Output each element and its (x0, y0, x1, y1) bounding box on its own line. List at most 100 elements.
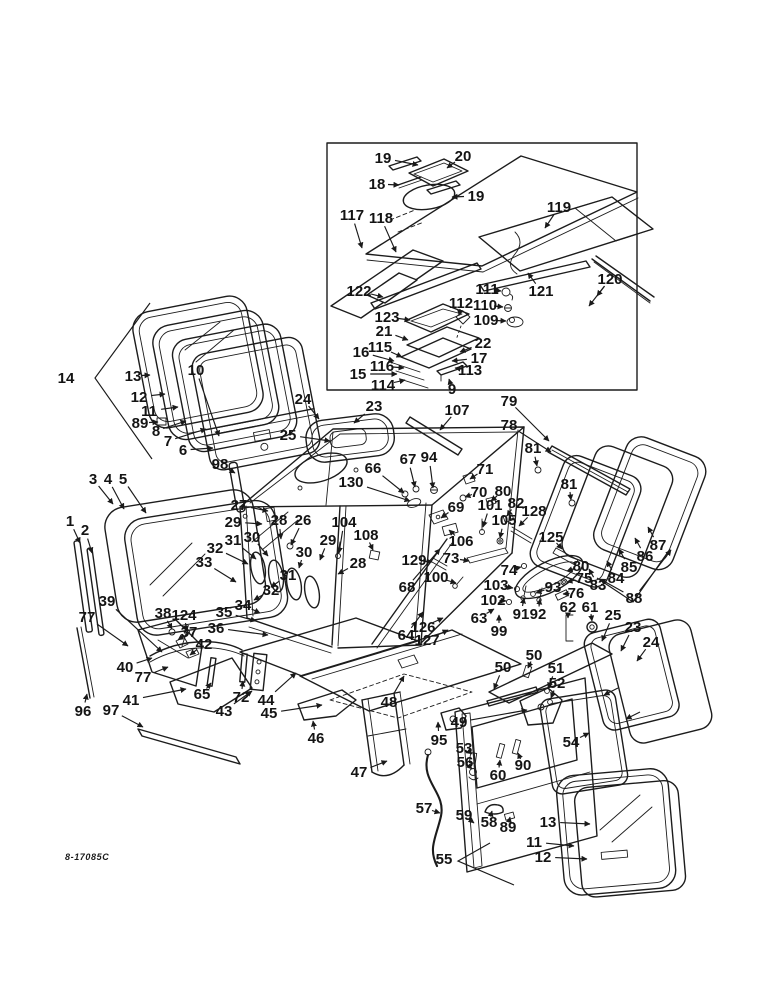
diagram-shape (509, 317, 515, 323)
diagram-shape (162, 553, 206, 597)
callout-leader (445, 578, 457, 585)
diagram-shape (335, 553, 341, 559)
diagram-shape (498, 539, 502, 543)
diagram-shape (501, 287, 511, 297)
callout-label: 30 (296, 544, 313, 561)
callout-leader (127, 486, 147, 514)
diagram-shape (522, 664, 533, 679)
door-hinge (264, 506, 277, 523)
diagram-shape (462, 472, 476, 485)
diagram-shape (297, 485, 303, 491)
diagram-shape (551, 449, 629, 493)
callout-leader (437, 629, 449, 636)
callout-label: 67 (400, 451, 417, 468)
diagram-shape (158, 316, 273, 434)
diagram-shape (530, 591, 536, 597)
diagram-shape (611, 806, 653, 843)
callout-leader (505, 816, 512, 823)
callout-leader (440, 512, 449, 519)
callout-leader (227, 467, 236, 474)
roof-outer-panel (365, 155, 639, 273)
callout-leader (370, 760, 388, 769)
callout-leader (536, 598, 543, 607)
callout-leader (448, 529, 456, 536)
callout-label: 51 (548, 660, 565, 677)
callout-label: 10 (188, 362, 205, 379)
door-glass (573, 779, 687, 898)
diagram-shape (397, 221, 425, 233)
callout-label: 23 (366, 398, 383, 415)
diagram-shape (468, 776, 479, 781)
diagram-shape (511, 526, 533, 540)
callout-leader (446, 161, 456, 169)
diagram-shape (523, 585, 527, 597)
diagram-shape (469, 768, 477, 776)
callout-label: 48 (381, 694, 398, 711)
callout-label: 115 (368, 339, 392, 356)
floor-extension (329, 673, 473, 719)
callout-label: 9 (448, 381, 456, 398)
callout-leader (504, 584, 514, 590)
callout-leader (253, 594, 263, 601)
diagram-shape (245, 505, 254, 617)
callout-leader (560, 820, 591, 827)
callout-leader (634, 537, 642, 549)
diagram-shape (191, 336, 321, 471)
callout-label: 89 (132, 415, 149, 432)
callout-leader (467, 817, 475, 824)
callout-leader (639, 549, 672, 592)
diagram-shape (124, 499, 289, 636)
callout-leader (493, 675, 501, 690)
diagram-shape (583, 618, 680, 731)
callout-leader (546, 842, 575, 849)
callout-label: 105 (491, 512, 516, 529)
callout-leader (647, 526, 655, 538)
callout-label: 107 (444, 402, 469, 419)
callout-leader (618, 548, 626, 560)
diagram-shape (505, 598, 513, 606)
callout-leader (566, 566, 575, 572)
callout-leader (336, 530, 344, 554)
callout-leader (151, 391, 166, 398)
callout-label: 5 (119, 471, 127, 488)
diagram-shape (432, 557, 448, 567)
callout-label: 29 (320, 532, 337, 549)
diagram-shape (331, 505, 341, 646)
diagram-shape (149, 647, 245, 663)
callout-label: 68 (399, 579, 416, 596)
diagram-shape (625, 711, 641, 720)
callout-leader (394, 159, 419, 167)
callout-leader (527, 661, 534, 669)
diagram-shape (522, 664, 533, 679)
callout-leader (308, 405, 320, 420)
callout-label: 29 (225, 514, 242, 531)
callout-label: 1 (66, 513, 74, 530)
callout-label: 56 (457, 754, 474, 771)
diagram-shape (254, 679, 260, 685)
diagram-shape (459, 494, 467, 502)
diagram-shape (461, 712, 483, 869)
diagram-shape (468, 752, 478, 764)
callout-leader (245, 520, 263, 527)
callout-label: 91 (513, 606, 530, 623)
diagram-shape (400, 337, 472, 369)
callout-label: 117 (340, 207, 364, 224)
callout-label: 49 (451, 714, 468, 731)
callout-leader (555, 855, 588, 862)
callout-label: 95 (431, 732, 448, 749)
callout-label: 130 (338, 474, 363, 491)
callout-label: 25 (280, 427, 297, 444)
diagram-shape (286, 542, 294, 550)
diagram-shape (157, 639, 189, 659)
diagram-shape (412, 485, 420, 493)
callout-label: 79 (501, 393, 518, 410)
callout-label: 119 (547, 199, 571, 216)
diagram-shape (511, 739, 522, 755)
callout-leader (601, 623, 611, 642)
diagram-shape (366, 259, 484, 273)
callout-label: 37 (181, 624, 198, 641)
diagram-shape (509, 293, 514, 301)
diagram-shape (545, 695, 623, 789)
